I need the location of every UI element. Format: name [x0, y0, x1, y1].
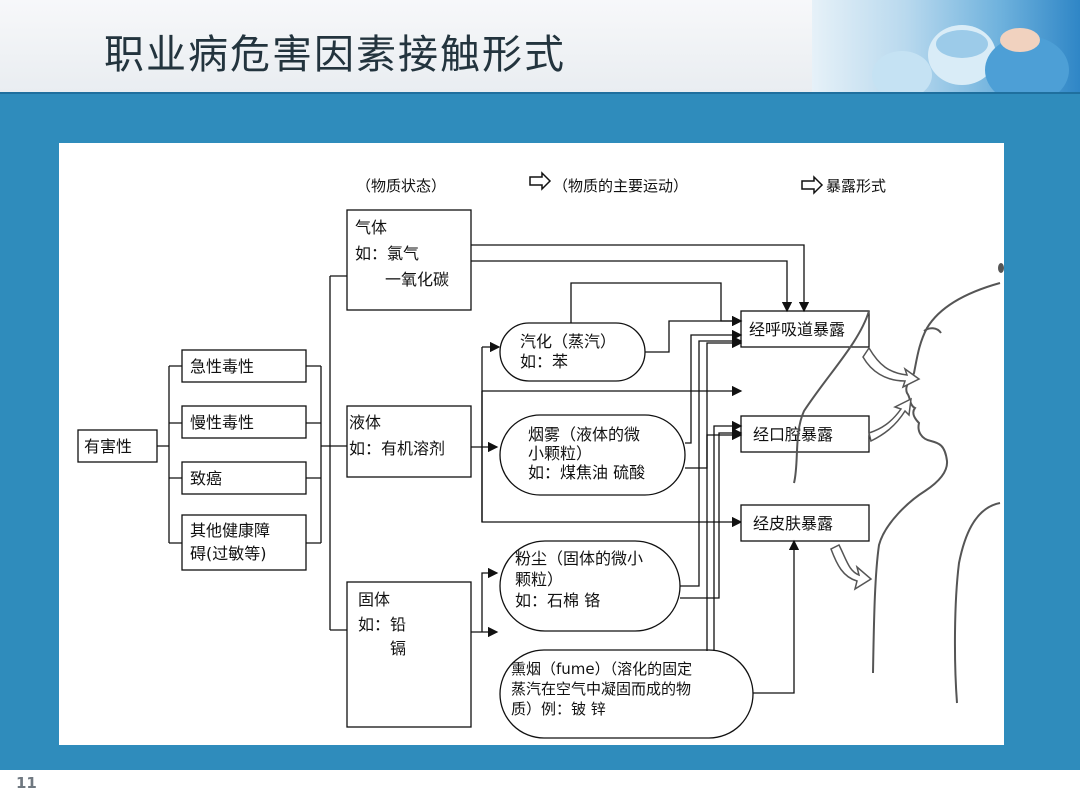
exposure-label: 经皮肤暴露: [753, 514, 833, 533]
gas-to-respiratory-arrow: [471, 244, 810, 313]
hazard-box-chronic: [181, 405, 307, 439]
eye-outline: [923, 327, 942, 334]
hazard-label: 慢性毒性: [190, 413, 254, 432]
state-label: 固体: [358, 590, 390, 609]
dust-to-respiratory-arrow: [680, 335, 743, 587]
vapor-to-respiratory-arrow: [570, 282, 743, 327]
hazard-bracket: [157, 365, 182, 544]
page-number: 11: [16, 774, 37, 792]
human-profile-outline: [872, 282, 1001, 674]
oral-entry-arrow-icon: [868, 397, 912, 443]
respiratory-entry-arrow-icon: [862, 346, 921, 389]
form-label: 粉尘（固体的微小: [515, 549, 643, 568]
form-example: 质）例：铍 锌: [511, 700, 606, 718]
exposure-label: 经口腔暴露: [753, 425, 833, 444]
fume-to-skin-arrow: [753, 539, 800, 694]
form-label: 小颗粒）: [528, 444, 592, 463]
diagram-panel: （物质状态） （物质的主要运动） 暴露形式 有害性 急性毒性 慢性毒性 致癌 其…: [59, 143, 1004, 745]
state-example: 镉: [390, 639, 406, 658]
state-example: 如：铅: [358, 615, 406, 634]
skin-entry-arrow-icon: [830, 543, 873, 591]
exposure-box-respiratory: [740, 310, 870, 348]
exposure-flow-diagram: （物质状态） （物质的主要运动） 暴露形式 有害性 急性毒性 慢性毒性 致癌 其…: [77, 171, 1004, 739]
surgeons-image: [872, 25, 1069, 92]
state-bracket: [306, 275, 347, 631]
gas-to-respiratory-arrow-2: [471, 260, 793, 313]
shoulder-arm-outline: [953, 502, 1001, 704]
header-photo: [812, 0, 1080, 92]
solid-to-dust-arrow: [481, 567, 499, 632]
mist-to-oral-arrow: [685, 429, 743, 469]
fume-to-oral-arrow: [713, 420, 743, 651]
form-example: 如：石棉 铬: [515, 591, 600, 610]
state-box-solid: [346, 581, 472, 728]
exposure-box-skin: [740, 504, 870, 542]
liquid-to-skin-arrow: [481, 443, 743, 528]
state-label: 气体: [355, 218, 387, 237]
exposure-label: 经呼吸道暴露: [749, 320, 845, 339]
state-example: 如：有机溶剂: [349, 439, 445, 458]
form-label: 汽化（蒸汽）: [520, 332, 616, 351]
form-label: 烟雾（液体的微: [528, 425, 640, 444]
state-box-liquid: [346, 405, 472, 478]
legend-movement: （物质的主要运动）: [553, 177, 688, 195]
hazard-label: 其他健康障: [190, 521, 270, 540]
form-example: 如：煤焦油 硫酸: [528, 463, 645, 482]
state-example: 一氧化碳: [385, 270, 449, 289]
hazard-label: 致癌: [190, 469, 222, 488]
form-label: 蒸汽在空气中凝固而成的物: [511, 680, 691, 698]
back-of-head-outline: [793, 310, 870, 484]
form-pill-mist: [499, 414, 686, 496]
form-example: 如：苯: [520, 352, 568, 371]
state-label: 液体: [349, 413, 381, 432]
root-label: 有害性: [84, 437, 132, 456]
root-box: [77, 429, 158, 463]
form-pill-fume: [499, 649, 754, 739]
form-label: 颗粒）: [515, 570, 563, 589]
panel-edge-mark: [998, 263, 1004, 273]
legend-arrow-icon: [801, 175, 824, 195]
mist-to-respiratory-arrow: [685, 329, 743, 444]
dust-to-oral-arrow: [680, 427, 743, 599]
footer-strip: [0, 770, 1080, 810]
page-title: 职业病危害因素接触形式: [104, 32, 566, 78]
legend-state: （物质状态）: [356, 177, 446, 195]
hazard-label: 急性毒性: [190, 357, 254, 376]
legend-arrow-icon: [529, 171, 552, 191]
legend-exposure: 暴露形式: [826, 177, 886, 195]
state-box-gas: [346, 209, 472, 311]
fume-to-respiratory-arrow: [706, 337, 743, 651]
vapor-to-respiratory-arrow-2: [645, 315, 743, 353]
hazard-label: 碍(过敏等): [190, 544, 267, 563]
form-label: 熏烟（fume）（溶化的固定: [511, 660, 692, 678]
state-example: 如：氯气: [355, 244, 419, 263]
